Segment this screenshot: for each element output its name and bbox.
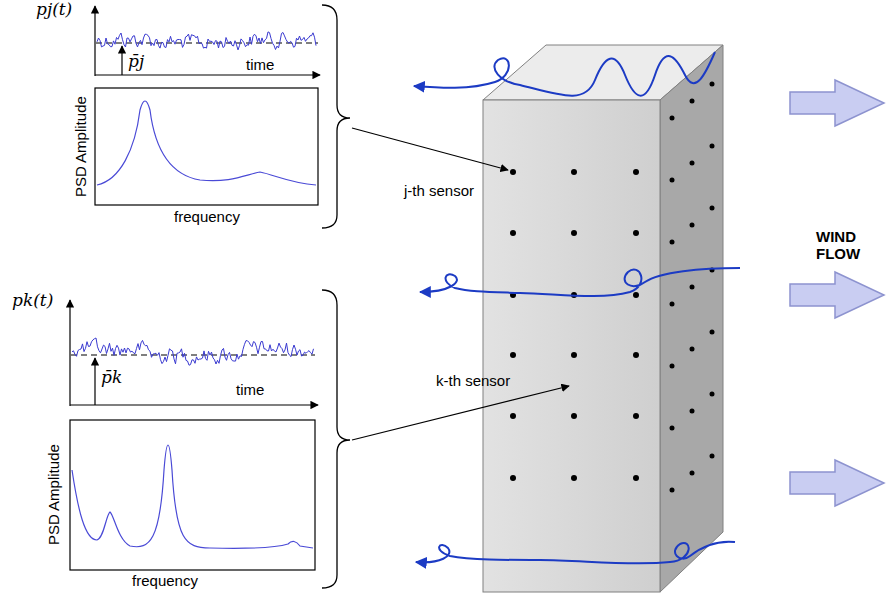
axes bbox=[70, 6, 320, 570]
sensor-label: k-th sensor bbox=[436, 372, 510, 389]
leader-line bbox=[352, 128, 569, 440]
signal-axis-label: pk(t) bbox=[12, 291, 53, 311]
building-front bbox=[483, 100, 660, 592]
axis-label: frequency bbox=[132, 572, 198, 589]
axis-label: frequency bbox=[174, 208, 240, 225]
building-side bbox=[660, 45, 723, 592]
pressure-signal bbox=[72, 32, 316, 365]
axis-label: time bbox=[236, 381, 264, 398]
axis-label: PSD Amplitude bbox=[71, 97, 88, 198]
signal-axis-label: pj(t) bbox=[36, 0, 72, 20]
axis-label: PSD Amplitude bbox=[44, 445, 61, 546]
mean-value-label: p̄j bbox=[128, 52, 144, 72]
wind-arrows bbox=[790, 80, 884, 506]
brace bbox=[322, 5, 350, 588]
axis-label: time bbox=[246, 56, 274, 73]
mean-value-label: p̄k bbox=[101, 368, 122, 388]
flow-lines bbox=[414, 52, 740, 563]
sensor-dots bbox=[510, 82, 715, 493]
sensor-label: j-th sensor bbox=[404, 182, 474, 199]
psd-curve bbox=[72, 101, 316, 548]
wind-label: WIND FLOW bbox=[816, 228, 878, 263]
